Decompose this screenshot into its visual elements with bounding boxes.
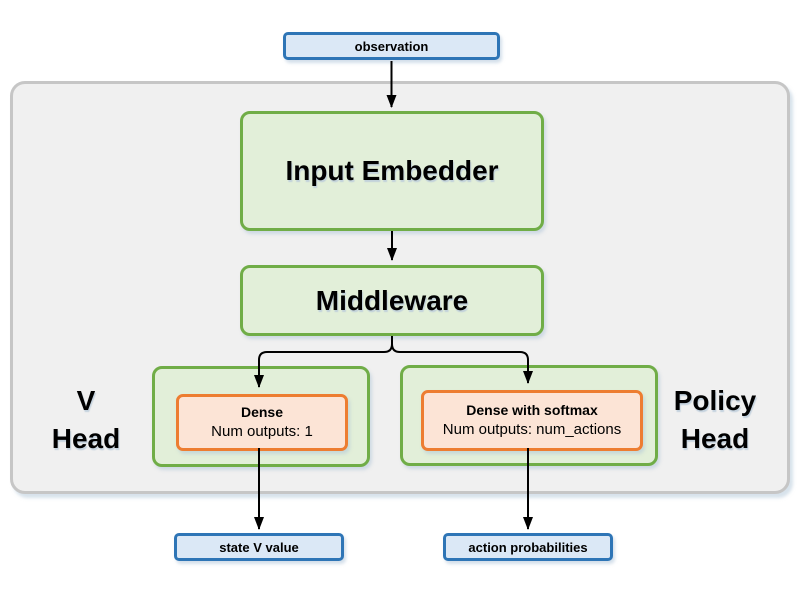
observation-label: observation: [354, 38, 429, 54]
observation-node: observation: [283, 32, 500, 60]
middleware-label: Middleware: [315, 284, 469, 316]
v-head-label-line2: Head: [51, 423, 121, 454]
v-dense-subtitle: Num outputs: 1: [211, 423, 313, 440]
input-embedder-node: Input Embedder: [240, 111, 544, 231]
action-probabilities-label: action probabilities: [468, 539, 588, 555]
v-head-label-line1: V: [76, 385, 96, 416]
state-v-value-label: state V value: [219, 539, 299, 555]
v-dense-node: Dense Num outputs: 1: [176, 394, 348, 451]
policy-dense-title: Dense with softmax: [466, 402, 598, 418]
policy-head-label-line2: Head: [680, 423, 750, 454]
v-head-label: V Head: [26, 382, 146, 458]
policy-head-label: Policy Head: [645, 382, 785, 458]
policy-head-group-box: Dense with softmax Num outputs: num_acti…: [400, 365, 658, 466]
state-v-value-node: state V value: [174, 533, 344, 561]
middleware-node: Middleware: [240, 265, 544, 336]
policy-dense-node: Dense with softmax Num outputs: num_acti…: [421, 390, 643, 451]
v-dense-title: Dense: [240, 404, 284, 420]
policy-dense-subtitle: Num outputs: num_actions: [442, 421, 622, 438]
policy-head-label-line1: Policy: [673, 385, 757, 416]
input-embedder-label: Input Embedder: [285, 155, 499, 186]
action-probabilities-node: action probabilities: [443, 533, 613, 561]
v-head-group-box: Dense Num outputs: 1: [152, 366, 370, 467]
